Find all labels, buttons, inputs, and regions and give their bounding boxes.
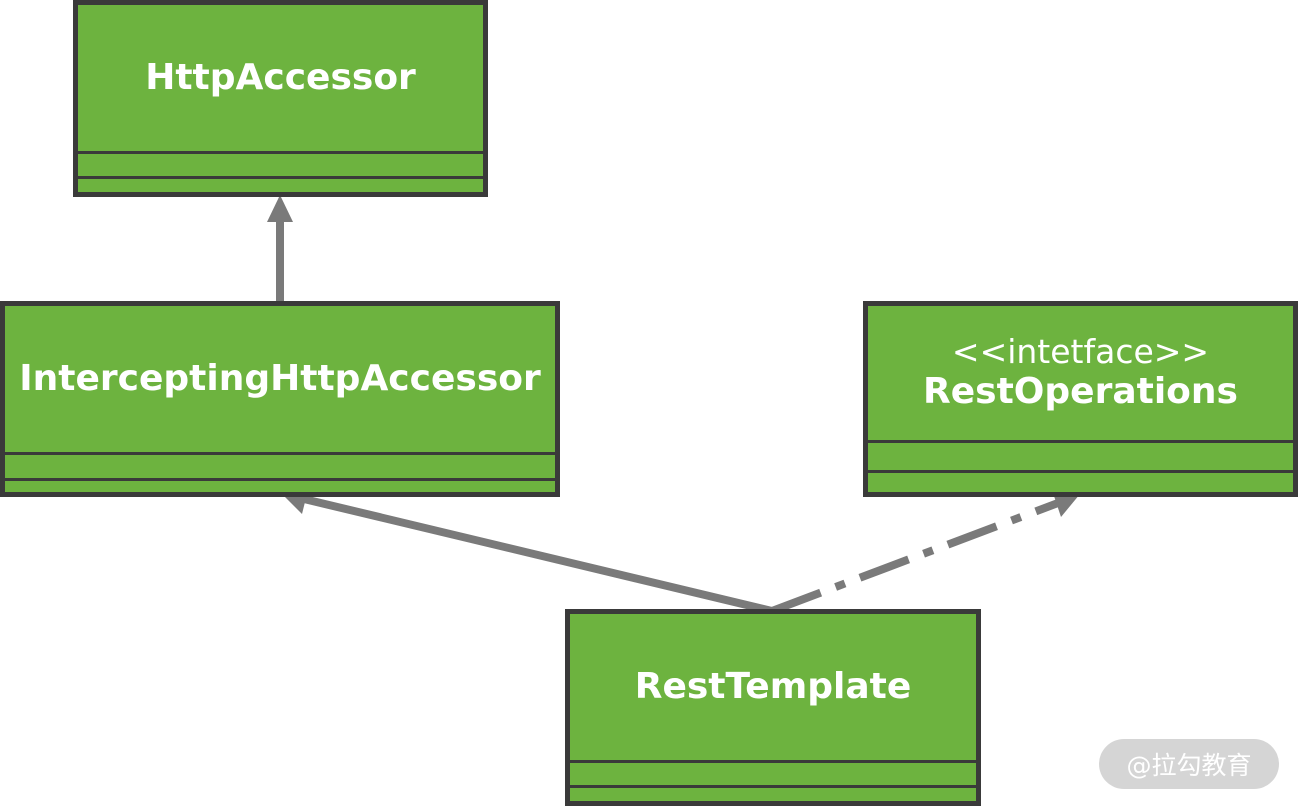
class-name-http-accessor: HttpAccessor: [145, 57, 416, 99]
methods-divider: [78, 176, 483, 179]
class-box-rest-operations: <<intetface>> RestOperations: [863, 301, 1298, 497]
attributes-divider: [78, 151, 483, 154]
class-name-area: HttpAccessor: [78, 5, 483, 151]
inheritance-arrowhead-httpaccessor: [267, 195, 293, 222]
methods-divider: [868, 470, 1293, 473]
attributes-divider: [5, 452, 555, 455]
class-name-area: RestTemplate: [570, 614, 976, 760]
attributes-divider: [868, 440, 1293, 443]
class-name-rest-operations: RestOperations: [923, 371, 1238, 413]
class-box-http-accessor: HttpAccessor: [73, 0, 488, 197]
class-name-intercepting-http-accessor: InterceptingHttpAccessor: [19, 358, 541, 400]
class-box-rest-template: RestTemplate: [565, 609, 981, 806]
inheritance-line-resttemplate-to-intercepting: [303, 495, 773, 615]
watermark-text: @拉勾教育: [1126, 751, 1252, 780]
class-name-area: InterceptingHttpAccessor: [5, 306, 555, 452]
class-box-intercepting-http-accessor: InterceptingHttpAccessor: [0, 301, 560, 497]
methods-divider: [570, 785, 976, 788]
attributes-divider: [570, 760, 976, 763]
stereotype-label-interface: <<intetface>>: [951, 332, 1210, 372]
watermark-badge: @拉勾教育: [1099, 739, 1279, 789]
methods-divider: [5, 478, 555, 481]
class-name-rest-template: RestTemplate: [634, 666, 912, 708]
realization-line-resttemplate-to-restoperations: [770, 499, 1060, 615]
class-name-area: <<intetface>> RestOperations: [868, 306, 1293, 440]
